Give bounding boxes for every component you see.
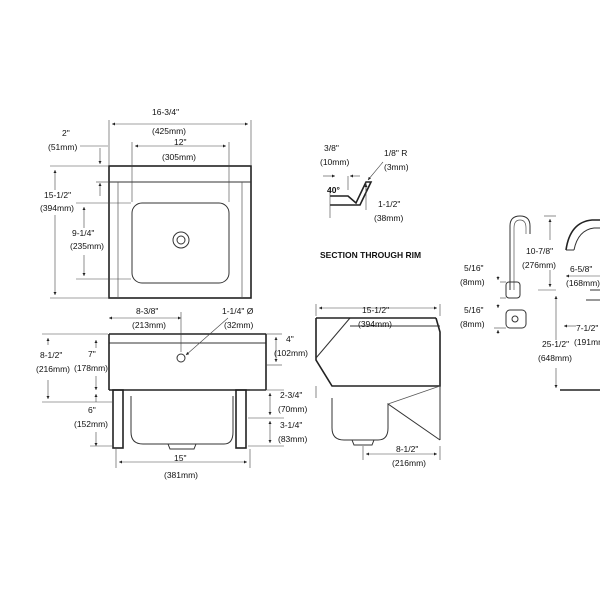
side-outline: [315, 317, 441, 387]
side-depth-mm: (394mm): [358, 319, 392, 329]
front-two-three-quarter: 2-3/4": [280, 390, 302, 400]
side-drain-offset-mm: (216mm): [392, 458, 426, 468]
faucet-overall-height: 25-1/2": [542, 339, 569, 349]
rim-width-mm: (10mm): [320, 157, 349, 167]
front-bowl-width: 15": [174, 453, 186, 463]
faucet-bottom-mm: (8mm): [460, 319, 485, 329]
faucet-extension-mm: (191mm: [574, 337, 600, 347]
front-two-three-quarter-mm: (70mm): [278, 404, 307, 414]
rim-section: 3/8" (10mm) 40° 1/8" R (3mm) 1-1/2" (38m…: [320, 143, 421, 260]
faucet-small-base: [505, 309, 527, 329]
front-bowl: [130, 396, 234, 445]
top-back-depth-mm: (51mm): [48, 142, 77, 152]
faucet-reach: 6-5/8": [570, 264, 592, 274]
side-bowl: [331, 398, 441, 441]
top-back-depth: 2": [62, 128, 70, 138]
top-overall-depth-mm: (394mm): [40, 203, 74, 213]
top-bowl-width: 12": [174, 137, 186, 147]
front-overall-height: 8-1/2": [40, 350, 62, 360]
front-view: 8-3/8" (213mm) 1-1/4" Ø (32mm) 4" (102mm…: [36, 306, 308, 480]
top-bowl-depth-mm: (235mm): [70, 241, 104, 251]
faucet-reach-mm: (168mm): [566, 278, 600, 288]
rim-section-title: SECTION THROUGH RIM: [320, 250, 421, 260]
front-six: 6": [88, 405, 96, 415]
rim-height: 1-1/2": [378, 199, 400, 209]
front-hole-size: 1-1/4" Ø: [222, 306, 254, 316]
side-depth: 15-1/2": [362, 305, 389, 315]
front-hole-size-mm: (32mm): [224, 320, 253, 330]
faucet-view: 5/16" (8mm) 5/16" (8mm) 10-7/8" (276mm) …: [460, 215, 600, 391]
front-three-quarter: 3-1/4": [280, 420, 302, 430]
top-overall-depth: 15-1/2": [44, 190, 71, 200]
rim-width: 3/8": [324, 143, 339, 153]
front-six-mm: (152mm): [74, 419, 108, 429]
front-seven: 7": [88, 349, 96, 359]
faucet-small-spout: [509, 215, 531, 290]
rim-height-mm: (38mm): [374, 213, 403, 223]
faucet-extension: 7-1/2": [576, 323, 598, 333]
front-hole: [176, 353, 186, 363]
rim-radius: 1/8" R: [384, 148, 407, 158]
top-bowl-depth: 9-1/4": [72, 228, 94, 238]
top-view: 16-3/4" (425mm) 12" (305mm) 2" (51mm) 15…: [40, 107, 252, 299]
top-overall-width-mm: (425mm): [152, 126, 186, 136]
top-view-bowl: [131, 202, 230, 284]
faucet-bottom: 5/16": [464, 305, 484, 315]
top-bowl-width-mm: (305mm): [162, 152, 196, 162]
faucet-top-mm: (8mm): [460, 277, 485, 287]
faucet-spout-height: 10-7/8": [526, 246, 553, 256]
front-overall-height-mm: (216mm): [36, 364, 70, 374]
faucet-large-spout: [565, 219, 600, 251]
rim-angle: 40°: [327, 185, 340, 195]
top-view-outline: [108, 165, 252, 299]
front-left-bracket: [112, 389, 124, 449]
faucet-small-body: [505, 281, 521, 299]
faucet-spout-height-mm: (276mm): [522, 260, 556, 270]
faucet-top: 5/16": [464, 263, 484, 273]
rim-radius-mm: (3mm): [384, 162, 409, 172]
front-apron-height: 4": [286, 334, 294, 344]
front-three-quarter-mm: (83mm): [278, 434, 307, 444]
front-drain-offset-mm: (213mm): [132, 320, 166, 330]
faucet-overall-height-mm: (648mm): [538, 353, 572, 363]
front-drain-offset: 8-3/8": [136, 306, 158, 316]
front-bowl-width-mm: (381mm): [164, 470, 198, 480]
front-right-bracket: [235, 389, 247, 449]
top-view-drain: [172, 231, 190, 249]
front-apron-height-mm: (102mm): [274, 348, 308, 358]
side-view: 15-1/2" (394mm) 8-1/2" (216mm): [315, 304, 441, 468]
top-overall-width: 16-3/4": [152, 107, 179, 117]
rim-profile: [330, 181, 373, 206]
side-drain-offset: 8-1/2": [396, 444, 418, 454]
front-seven-mm: (178mm): [74, 363, 108, 373]
